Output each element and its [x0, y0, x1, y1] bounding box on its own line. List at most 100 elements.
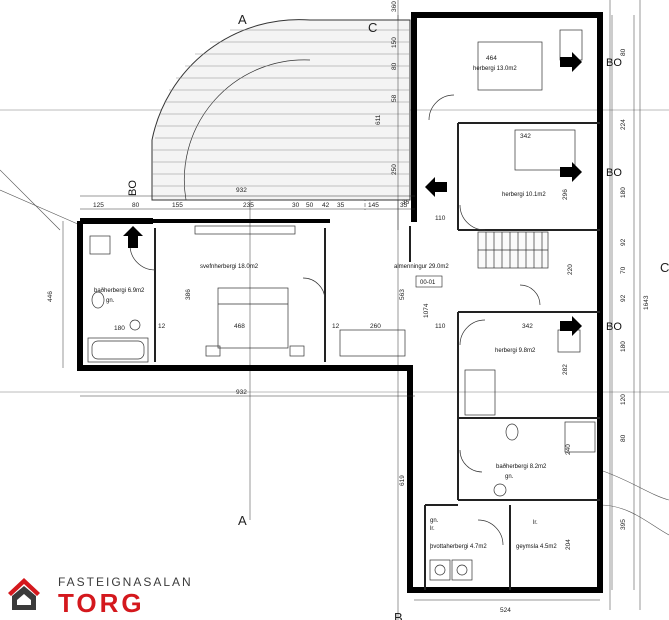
room-thvottaherbergi: þvottaherbergi 4.7m2: [430, 544, 487, 550]
dim-right-8: 120: [620, 394, 627, 405]
dim-right-5: 70: [620, 266, 627, 274]
bo-label-3: BO: [606, 321, 622, 333]
dim-utility-v: 204: [565, 539, 572, 550]
dim-right-7: 180: [620, 341, 627, 352]
axis-c-top: C: [368, 20, 377, 35]
dimension-lines: [62, 15, 635, 601]
arrow-left-icon: [425, 177, 447, 197]
room-svefnherbergi: svefnherbergi 18.0m2: [200, 264, 259, 270]
bo-label-1: BO: [606, 57, 622, 69]
dryer-icon: [451, 559, 473, 581]
room-gn-1: gn.: [106, 298, 115, 304]
dim-top-seg-3: 155: [172, 202, 183, 209]
dim-right-1: 80: [620, 48, 627, 56]
dim-top-seg-1: 125: [93, 202, 104, 209]
dim-top-right-4: 611: [375, 114, 382, 125]
dim-top-right-5: 58: [391, 94, 398, 102]
double-bed-icon: [217, 287, 289, 349]
axis-c-right: C: [660, 260, 669, 275]
room-gn-2: gn.: [505, 474, 514, 480]
dim-right-11: 1643: [643, 295, 650, 310]
axis-a-top: A: [238, 12, 247, 27]
bed-icon: [514, 129, 576, 171]
dim-top-right-3: 80: [391, 62, 398, 70]
arrow-right-icon: [560, 316, 582, 336]
dimension-texts: 360 150 80 611 58 250 35 446 386 932 932…: [47, 1, 650, 614]
dim-right-10: 395: [620, 519, 627, 530]
room-badherbergi-1: baðherbergi 6.9m2: [94, 287, 145, 294]
interior-walls: [154, 122, 600, 590]
dim-h3-height: 282: [562, 364, 569, 375]
dim-h1-width: 464: [486, 55, 497, 62]
bed-icon: [464, 369, 496, 416]
sink-icon: [129, 319, 141, 331]
toilet-icon: [505, 423, 519, 441]
dim-110b: 110: [435, 323, 446, 330]
dim-right-2: 224: [620, 119, 627, 130]
room-code: 00-01: [420, 280, 436, 286]
room-geymsla: geymsla 4.5m2: [516, 544, 557, 550]
dim-top-right-1: 360: [391, 1, 398, 12]
dim-top-total: 932: [236, 187, 247, 194]
bo-label-2: BO: [606, 167, 622, 179]
dim-12b: 12: [332, 323, 340, 330]
shower-icon: [564, 421, 596, 453]
logo-text-bottom: TORG: [58, 588, 145, 618]
dim-bed-width: 468: [234, 323, 245, 330]
dim-top-seg-8: 35: [337, 202, 345, 209]
dim-h3-width: 342: [522, 323, 533, 330]
stairs: [477, 231, 549, 269]
house-logo-icon: [12, 586, 36, 610]
dim-stairs: 220: [567, 264, 574, 275]
dim-top-seg-4: 235: [243, 202, 254, 209]
room-herbergi-2: herbergi 10.1m2: [502, 192, 546, 198]
dim-bottom-total: 932: [236, 389, 247, 396]
dim-top-seg-7: 42: [322, 202, 330, 209]
dim-h2-height: 296: [562, 189, 569, 200]
dim-top-seg-2: 80: [132, 202, 140, 209]
room-lr-2: lr.: [533, 520, 538, 526]
dim-top-seg-9: 145: [368, 202, 379, 209]
dim-top-right-2: 150: [391, 37, 398, 48]
exterior-walls: [77, 12, 603, 593]
axis-a-bottom: A: [238, 513, 247, 528]
dim-right-9: 80: [620, 434, 627, 442]
bo-labels: BO BO BO BO: [127, 57, 622, 333]
dim-top-seg-10: 35: [400, 202, 408, 209]
dim-top-right-7: 35: [402, 199, 410, 206]
axis-markers: A A C C B: [238, 12, 669, 620]
room-gn-lr: gn.: [430, 518, 439, 524]
room-herbergi-3: herbergi 9.8m2: [495, 348, 536, 354]
dim-right-6: 92: [620, 294, 627, 302]
dim-top-right-6: 250: [391, 164, 398, 175]
room-code-box: [415, 275, 443, 288]
bathtub-icon: [87, 337, 149, 363]
arrows: [123, 52, 582, 336]
dim-110a: 110: [435, 215, 446, 222]
doors: [129, 94, 541, 546]
dim-corr-width: 260: [370, 323, 381, 330]
axis-b-bottom: B: [394, 610, 403, 620]
dim-h2-width: 342: [520, 133, 531, 140]
room-labels: herbergi 13.0m2 herbergi 10.1m2 herbergi…: [94, 66, 557, 550]
dim-bath1-width: 180: [114, 325, 125, 332]
dim-lower-v: 1074: [423, 303, 430, 318]
dim-right-3: 180: [620, 187, 627, 198]
dim-right-4: 92: [620, 238, 627, 246]
dim-12a: 12: [158, 323, 166, 330]
bo-label-4: BO: [127, 180, 139, 196]
room-badherbergi-2: baðherbergi 8.2m2: [496, 463, 547, 470]
dim-top-seg-6: 50: [306, 202, 314, 209]
arrow-up-icon: [123, 226, 143, 248]
dim-corr-v: 563: [399, 289, 406, 300]
arrow-right-icon: [560, 162, 582, 182]
logo-text-top: FASTEIGNASALAN: [58, 575, 193, 589]
dim-bath2-v: 240: [565, 444, 572, 455]
room-herbergi-1: herbergi 13.0m2: [473, 66, 517, 72]
dim-left-inner: 386: [185, 289, 192, 300]
room-lr-1: lr.: [430, 526, 435, 532]
furniture: [87, 29, 596, 581]
bed-icon: [477, 41, 543, 91]
company-logo: FASTEIGNASALAN TORG: [8, 575, 193, 618]
